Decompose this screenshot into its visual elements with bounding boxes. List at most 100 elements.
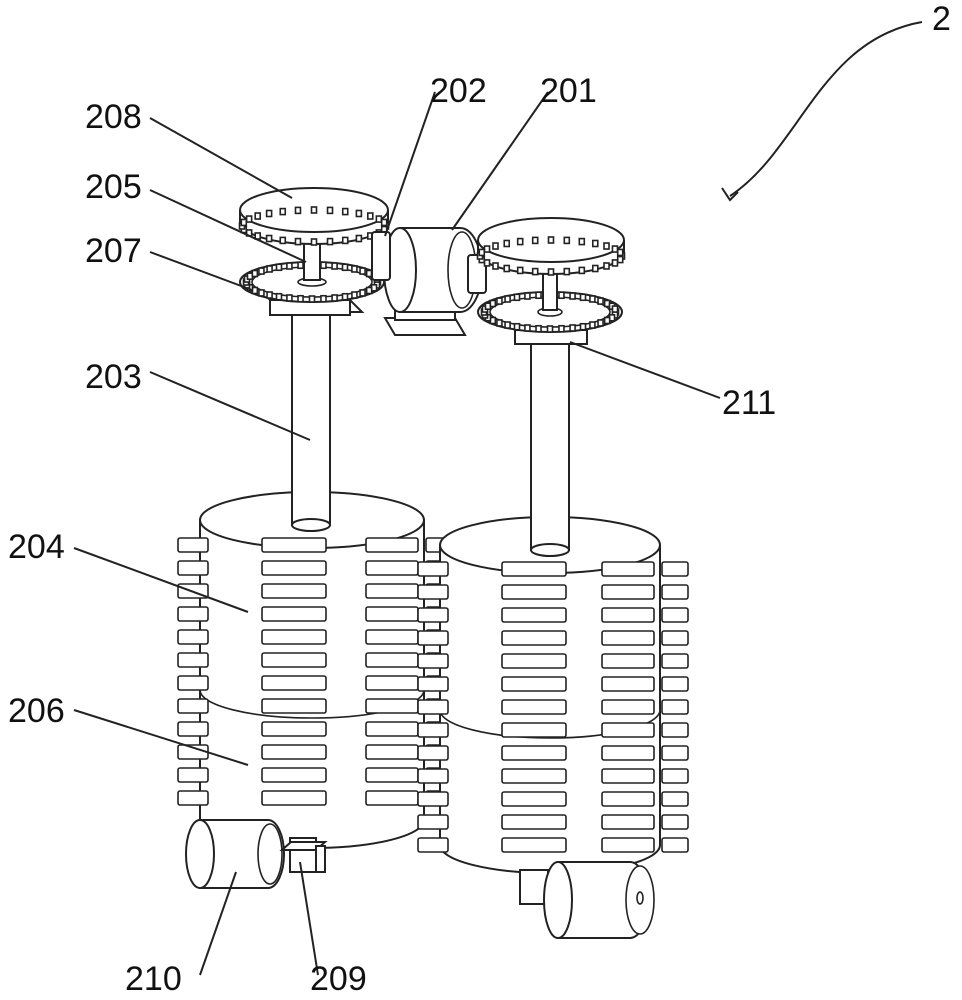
gear-tooth (612, 306, 617, 312)
roller-tooth (662, 769, 688, 783)
gear-tooth (328, 239, 333, 245)
roller-tooth (262, 699, 326, 713)
gear-tooth (525, 293, 530, 299)
roller-tooth (502, 815, 566, 829)
gear-tooth (505, 322, 510, 328)
gear-tooth (490, 301, 495, 307)
label-211: 211 (722, 384, 776, 422)
gear-tooth (570, 325, 575, 331)
roller-tooth (662, 562, 688, 576)
roller-tooth (178, 630, 208, 644)
drive-motor (372, 228, 486, 335)
gear-tooth (368, 213, 373, 219)
leader-207 (150, 252, 252, 290)
gear-tooth (504, 266, 509, 272)
gear-tooth (505, 296, 510, 302)
gear-tooth (518, 239, 523, 245)
roller-tooth (662, 746, 688, 760)
roller-tooth (602, 585, 654, 599)
gear-tooth (295, 207, 300, 213)
label-208: 208 (85, 98, 142, 136)
roller-tooth (262, 653, 326, 667)
left-roller (178, 492, 452, 848)
gear-tooth (360, 268, 365, 274)
roller-tooth (602, 700, 654, 714)
label-206: 206 (8, 692, 65, 730)
roller-tooth (502, 792, 566, 806)
roller-tooth (262, 722, 326, 736)
left-shaft (292, 315, 330, 531)
leader-201 (452, 92, 548, 230)
gear-tooth (604, 263, 609, 269)
gear-tooth (267, 210, 272, 216)
leader-209 (300, 862, 318, 975)
gear-tooth (598, 320, 603, 326)
label-204: 204 (8, 528, 65, 566)
roller-tooth (178, 768, 208, 782)
gear-tooth (559, 292, 564, 298)
roller-tooth (662, 585, 688, 599)
gear-tooth (564, 237, 569, 243)
roller-tooth (418, 792, 448, 806)
gear-tooth (564, 269, 569, 275)
gear-tooth (295, 239, 300, 245)
roller-tooth (366, 699, 418, 713)
gear-tooth (515, 294, 520, 300)
roller-tooth (502, 700, 566, 714)
roller-tooth (662, 631, 688, 645)
roller-tooth (262, 607, 326, 621)
roller-tooth (418, 631, 448, 645)
right-bottom-motor (520, 862, 654, 938)
roller-tooth (602, 631, 654, 645)
gear-tooth (549, 237, 554, 243)
gear-tooth (332, 295, 337, 301)
roller-tooth (366, 607, 418, 621)
gear-tooth (497, 298, 502, 304)
roller-tooth (366, 791, 418, 805)
gear-tooth (252, 271, 257, 277)
gear-tooth (518, 267, 523, 273)
roller-tooth (262, 584, 326, 598)
gear-tooth (570, 293, 575, 299)
roller-tooth (602, 723, 654, 737)
gear-tooth (593, 240, 598, 246)
roller-tooth (662, 700, 688, 714)
gear-tooth (493, 243, 498, 249)
gear-tooth (321, 262, 326, 268)
roller-tooth (366, 676, 418, 690)
gear-tooth (259, 290, 264, 296)
gear-tooth (332, 263, 337, 269)
gear-tooth (376, 216, 381, 222)
gear-tooth (280, 237, 285, 243)
roller-tooth (418, 700, 448, 714)
roller-tooth (418, 677, 448, 691)
roller-tooth (602, 838, 654, 852)
roller-tooth (262, 676, 326, 690)
gear-tooth (360, 290, 365, 296)
roller-tooth (178, 653, 208, 667)
roller-tooth (262, 538, 326, 552)
roller-tooth (502, 608, 566, 622)
gear-tooth (525, 325, 530, 331)
left-coupling (282, 838, 325, 872)
roller-tooth (662, 815, 688, 829)
roller-tooth (262, 768, 326, 782)
gear-tooth (497, 320, 502, 326)
gear-tooth (504, 240, 509, 246)
gear-tooth (618, 249, 623, 255)
roller-tooth (418, 723, 448, 737)
gear-tooth (559, 326, 564, 332)
gear-tooth (267, 236, 272, 242)
roller-tooth (366, 538, 418, 552)
leader-211 (570, 342, 720, 398)
gear-tooth (267, 292, 272, 298)
gear-tooth (255, 213, 260, 219)
roller-tooth (662, 723, 688, 737)
gear-tooth (277, 294, 282, 300)
gear-tooth (328, 207, 333, 213)
roller-tooth (418, 585, 448, 599)
roller-tooth (366, 630, 418, 644)
gear-tooth (287, 263, 292, 269)
gear-tooth (581, 324, 586, 330)
left-gear-assembly (240, 188, 389, 302)
